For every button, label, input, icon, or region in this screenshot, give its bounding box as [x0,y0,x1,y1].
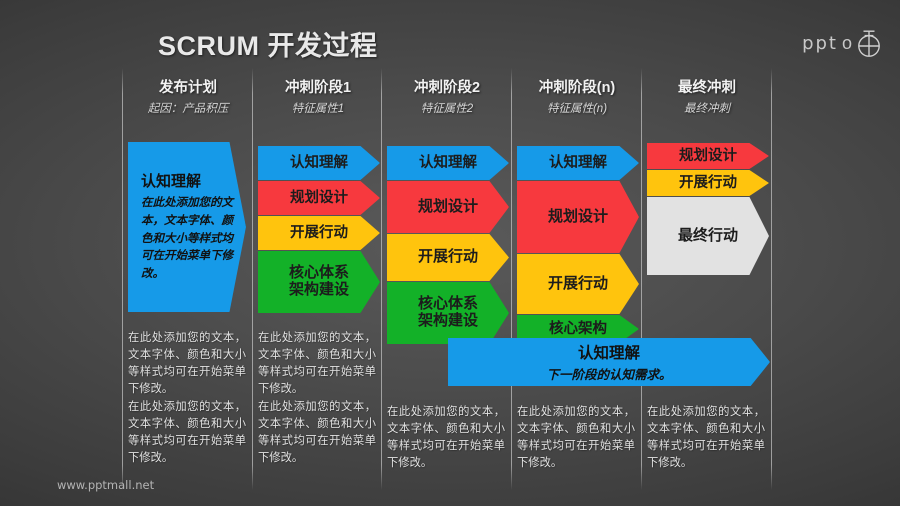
stage-chevron-label: 核心体系架构建设 [288,264,349,298]
stage-chevron[interactable]: 开展行动 [517,254,639,314]
stage-chevron[interactable]: 规划设计 [387,181,509,233]
column-header-sprint1: 冲刺阶段1 特征属性1 [254,76,382,116]
stage-chevron[interactable]: 核心体系架构建设 [258,251,380,313]
release-plan-body: 在此处添加您的文本，文本字体、颜色和大小等样式均可在开始菜单下修改。 [141,196,233,281]
stage-chevron[interactable]: 规划设计 [517,181,639,253]
stage-chevron-label: 核心体系架构建设 [417,295,478,329]
column-header-sprint2: 冲刺阶段2 特征属性2 [383,76,511,116]
stage-chevron[interactable]: 开展行动 [387,234,509,281]
column-header-release: 发布计划 起因：产品积压 [124,76,252,116]
stage-chevron[interactable]: 核心体系架构建设 [387,282,509,344]
column-divider [641,68,642,490]
column-subtitle: 最终冲刺 [684,103,730,115]
banner-subheading: 下一阶段的认知需求。 [546,368,672,382]
column-subtitle: 特征属性2 [420,103,474,115]
column-title: 冲刺阶段(n) [538,80,616,96]
stage-chevron-label: 规划设计 [417,197,478,215]
column-title: 最终冲刺 [678,80,736,96]
stage-chevron-label: 认知理解 [549,154,607,171]
notes-paragraph: 在此处添加您的文本，文本字体、颜色和大小等样式均可在开始菜单下修改。 [517,406,635,470]
column-subtitle: 起因：产品积压 [147,103,229,115]
notes-column-3: 在此处添加您的文本，文本字体、颜色和大小等样式均可在开始菜单下修改。 [387,404,505,473]
logo-letter-o: o [841,32,852,53]
notes-column-4: 在此处添加您的文本，文本字体、颜色和大小等样式均可在开始菜单下修改。 [517,404,635,473]
stage-chevron[interactable]: 规划设计 [258,181,380,215]
page-title: SCRUM 开发过程 [158,31,378,61]
stage-chevron[interactable]: 认知理解 [387,146,509,180]
stage-chevron-label: 认知理解 [290,154,348,171]
column-header-sprintn: 冲刺阶段(n) 特征属性(n) [513,76,641,116]
brand-logo: ppt o [802,28,882,58]
release-plan-block[interactable]: 认知理解 在此处添加您的文本，文本字体、颜色和大小等样式均可在开始菜单下修改。 [128,142,246,312]
stage-chevron-label: 开展行动 [417,248,478,266]
footer-watermark: www.pptmall.net [57,478,155,492]
stage-chevron[interactable]: 开展行动 [258,216,380,250]
notes-paragraph: 在此处添加您的文本，文本字体、颜色和大小等样式均可在开始菜单下修改。 [258,400,376,465]
stage-chevron[interactable]: 开展行动 [647,170,769,196]
stage-chevron-label: 开展行动 [679,174,737,191]
stage-chevron-label: 规划设计 [290,189,348,206]
notes-paragraph: 在此处添加您的文本，文本字体、颜色和大小等样式均可在开始菜单下修改。 [258,332,376,396]
stage-chevron[interactable]: 规划设计 [647,143,769,169]
notes-column-2: 在此处添加您的文本，文本字体、颜色和大小等样式均可在开始菜单下修改。在此处添加您… [258,330,376,467]
notes-column-5: 在此处添加您的文本，文本字体、颜色和大小等样式均可在开始菜单下修改。 [647,404,765,473]
stage-chevron-label: 认知理解 [419,154,477,171]
logo-wordmark: ppt [802,32,838,54]
release-plan-heading: 认知理解 [141,172,202,190]
stage-chevron[interactable]: 最终行动 [647,197,769,275]
stage-chevron-label: 开展行动 [547,274,608,292]
column-divider [511,68,512,490]
column-title: 冲刺阶段1 [284,80,352,96]
next-stage-banner[interactable]: 认知理解 下一阶段的认知需求。 [448,338,770,386]
stage-chevron-label: 规划设计 [679,147,737,164]
notes-paragraph: 在此处添加您的文本，文本字体、颜色和大小等样式均可在开始菜单下修改。 [128,400,246,465]
banner-heading: 认知理解 [577,345,640,362]
stage-chevron-label: 核心架构 [549,320,607,337]
notes-paragraph: 在此处添加您的文本，文本字体、颜色和大小等样式均可在开始菜单下修改。 [387,406,505,470]
stage-chevron[interactable]: 认知理解 [258,146,380,180]
notes-paragraph: 在此处添加您的文本，文本字体、颜色和大小等样式均可在开始菜单下修改。 [647,406,765,470]
column-divider [771,68,772,490]
column-title: 冲刺阶段2 [413,80,481,96]
notes-column-1: 在此处添加您的文本，文本字体、颜色和大小等样式均可在开始菜单下修改。在此处添加您… [128,330,246,467]
stage-chevron-label: 最终行动 [677,226,738,244]
column-title: 发布计划 [159,80,217,96]
column-divider [122,68,123,490]
notes-paragraph: 在此处添加您的文本，文本字体、颜色和大小等样式均可在开始菜单下修改。 [128,332,246,396]
column-divider [381,68,382,490]
column-divider [252,68,253,490]
stage-chevron-label: 规划设计 [547,207,608,225]
column-subtitle: 特征属性1 [291,103,345,115]
stage-chevron[interactable]: 认知理解 [517,146,639,180]
column-subtitle: 特征属性(n) [546,103,608,115]
stage-chevron-label: 开展行动 [290,224,348,241]
circle-cross-icon [856,28,882,58]
column-header-final: 最终冲刺 最终冲刺 [643,76,771,116]
